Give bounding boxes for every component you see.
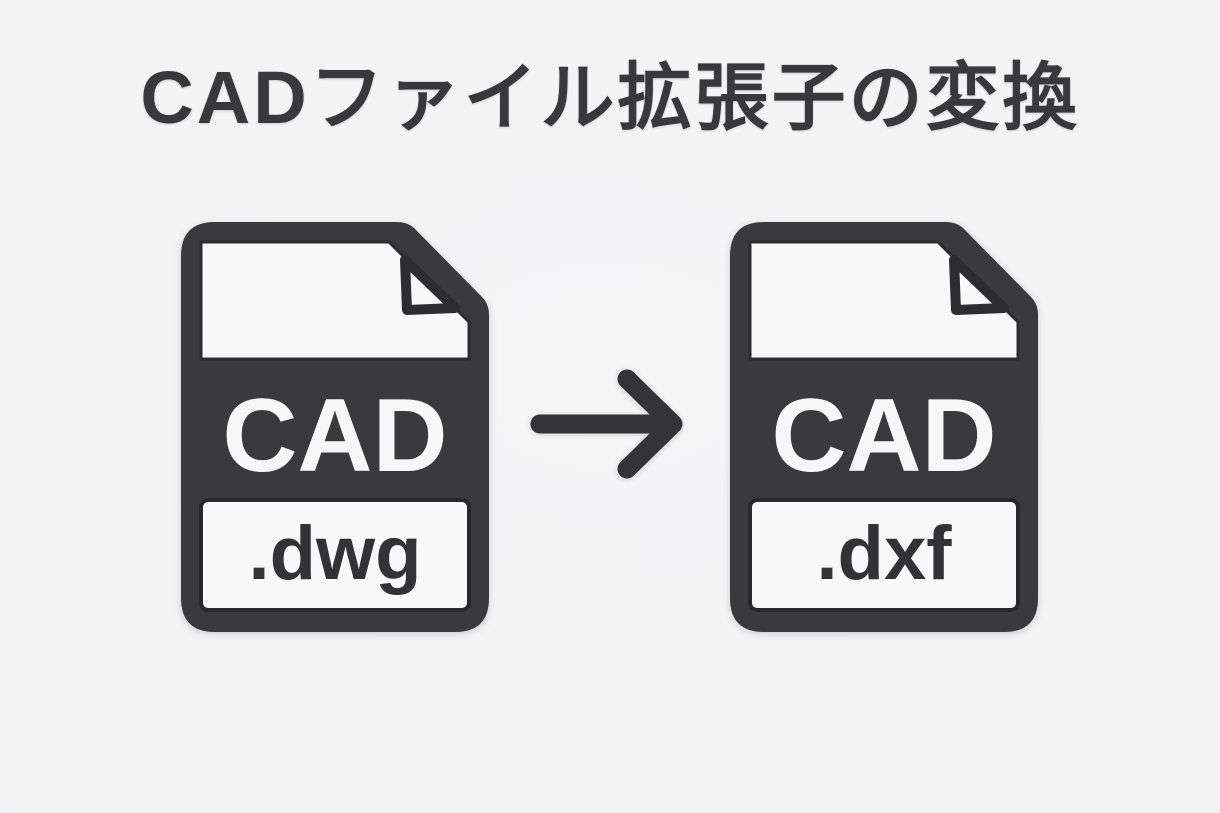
- target-file-icon: CAD .dxf: [730, 222, 1038, 632]
- page-title: CADファイル拡張子の変換: [140, 56, 1080, 139]
- file-format-label: CAD: [771, 378, 996, 494]
- source-file-icon: CAD .dwg: [181, 222, 489, 632]
- file-extension-label: .dxf: [816, 511, 952, 596]
- arrow-head: [617, 369, 683, 479]
- folded-corner-icon: [949, 255, 1009, 315]
- file-format-label: CAD: [222, 378, 447, 494]
- folded-corner-icon: [400, 255, 460, 315]
- extension-plate: [748, 498, 1020, 612]
- file-extension-label: .dwg: [248, 511, 421, 596]
- extension-plate: [199, 498, 471, 612]
- arrow-right-icon: [530, 369, 683, 479]
